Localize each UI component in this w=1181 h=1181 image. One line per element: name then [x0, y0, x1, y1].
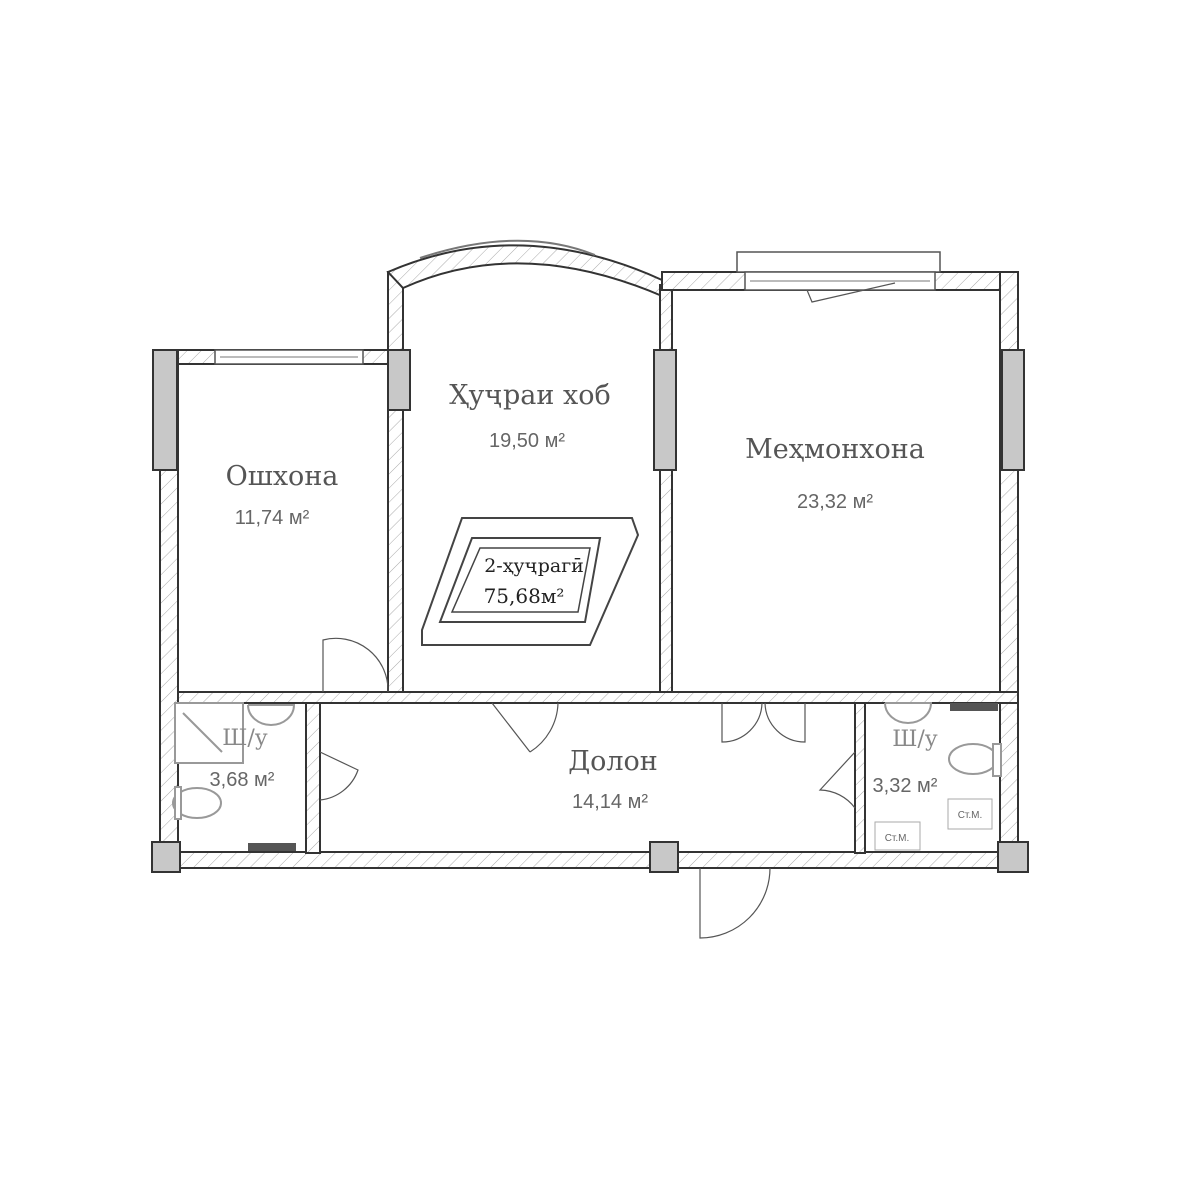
room-area-hallway: 14,14 м²	[572, 791, 648, 813]
toilet-icon	[948, 743, 998, 775]
riser-label: Ст.М.	[885, 833, 910, 844]
room-name-living: Меҳмонхона	[745, 434, 925, 465]
toilet-icon	[172, 787, 222, 819]
room-area-bathroom-1: 3,68 м²	[210, 769, 275, 791]
room-area-bathroom-2: 3,32 м²	[873, 775, 938, 797]
sink-icon	[247, 704, 296, 726]
room-name-bathroom-2: Ш/у	[892, 727, 938, 752]
room-name-bedroom: Ҳуҷраи хоб	[449, 380, 610, 411]
columns	[151, 349, 1029, 873]
riser-label: Ст.М.	[958, 810, 983, 821]
room-name-bathroom-1: Ш/у	[222, 726, 268, 751]
sink-icon	[884, 702, 933, 724]
badge-area: 75,68м²	[484, 584, 565, 608]
windows	[214, 239, 941, 365]
room-name-kitchen: Ошхона	[226, 461, 339, 492]
doors	[319, 282, 896, 939]
room-labels: Ошхона 11,74 м² Ҳуҷраи хоб 19,50 м² Меҳм…	[210, 380, 938, 813]
room-area-living: 23,32 м²	[797, 491, 873, 513]
apartment-badge: 2-ҳуҷрагӣ 75,68м²	[421, 517, 640, 646]
room-name-hallway: Долон	[568, 746, 658, 777]
shower-icon	[174, 702, 244, 764]
badge-title: 2-ҳуҷрагӣ	[484, 555, 584, 577]
fixtures: Ст.М. Ст.М.	[172, 702, 1002, 851]
room-area-kitchen: 11,74 м²	[235, 507, 310, 529]
room-area-bedroom: 19,50 м²	[489, 430, 565, 452]
